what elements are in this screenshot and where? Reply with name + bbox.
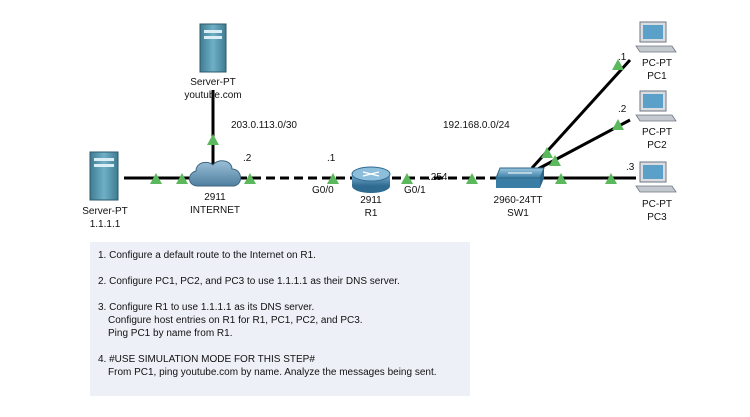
pc2-type: PC-PT [642, 127, 672, 138]
pc1-ip-label: .1 [618, 52, 627, 63]
link-up-icon [150, 173, 162, 184]
link-up-icon [612, 119, 624, 130]
r1-g01-label: G0/1 [404, 185, 426, 196]
link-up-icon [541, 147, 553, 158]
link-up-icon [605, 173, 617, 184]
pc3-type: PC-PT [642, 199, 672, 210]
instruction-step-3: 3. Configure R1 to use 1.1.1.1 as its DN… [98, 302, 363, 339]
link-up-icon [327, 173, 339, 184]
r1-lan-ip-label: .254 [428, 172, 448, 183]
r1-g00-label: G0/0 [312, 185, 334, 196]
link-up-icon [401, 173, 413, 184]
instruction-step-4: 4. #USE SIMULATION MODE FOR THIS STEP# F… [98, 354, 437, 378]
link-status-indicators [150, 59, 624, 184]
link-up-icon [207, 134, 219, 145]
link-up-icon [244, 173, 256, 184]
server-dns[interactable]: Server-PT 1.1.1.1 [82, 151, 128, 230]
pc3[interactable]: PC-PT PC3 [635, 161, 677, 223]
router-name: R1 [365, 208, 378, 219]
link-up-icon [176, 173, 188, 184]
pc3-ip-label: .3 [626, 162, 635, 173]
switch-model: 2960-24TT [494, 195, 543, 206]
r1-wan-ip-label: .1 [327, 153, 336, 164]
server-youtube[interactable]: Server-PT youtube.com [184, 23, 242, 101]
instruction-step-1: 1. Configure a default route to the Inte… [98, 250, 316, 261]
pc1-type: PC-PT [642, 58, 672, 69]
link-up-icon [555, 173, 567, 184]
pc3-name: PC3 [647, 212, 667, 223]
link-up-icon [612, 59, 624, 70]
cloud-internet[interactable]: 2911 INTERNET [189, 160, 241, 216]
router-r1[interactable]: 2911 R1 [351, 166, 391, 219]
wan-network-label: 203.0.113.0/30 [231, 120, 297, 131]
cloud-ip-label: .2 [243, 153, 252, 164]
cloud-name: INTERNET [190, 205, 240, 216]
address-labels: 203.0.113.0/30 192.168.0.0/24 .2 .1 G0/0… [231, 52, 635, 196]
cloud-icon [189, 160, 241, 187]
link-up-icon [549, 155, 561, 166]
server-youtube-type: Server-PT [190, 77, 236, 88]
lan-network-label: 192.168.0.0/24 [443, 120, 510, 131]
server-dns-type: Server-PT [82, 206, 128, 217]
pc2[interactable]: PC-PT PC2 [635, 90, 677, 151]
pc2-ip-label: .2 [618, 104, 627, 115]
instructions-note: 1. Configure a default route to the Inte… [90, 242, 470, 396]
cloud-model: 2911 [204, 192, 226, 203]
instruction-step-2: 2. Configure PC1, PC2, and PC3 to use 1.… [98, 276, 400, 287]
pc1[interactable]: PC-PT PC1 [635, 21, 677, 82]
server-dns-name: 1.1.1.1 [90, 219, 121, 230]
pc2-name: PC2 [647, 140, 667, 151]
router-model: 2911 [360, 195, 382, 206]
switch-sw1[interactable]: 2960-24TT SW1 [494, 167, 545, 219]
switch-name: SW1 [507, 208, 529, 219]
server-youtube-name: youtube.com [184, 90, 241, 101]
link-up-icon [466, 173, 478, 184]
pc1-name: PC1 [647, 71, 667, 82]
